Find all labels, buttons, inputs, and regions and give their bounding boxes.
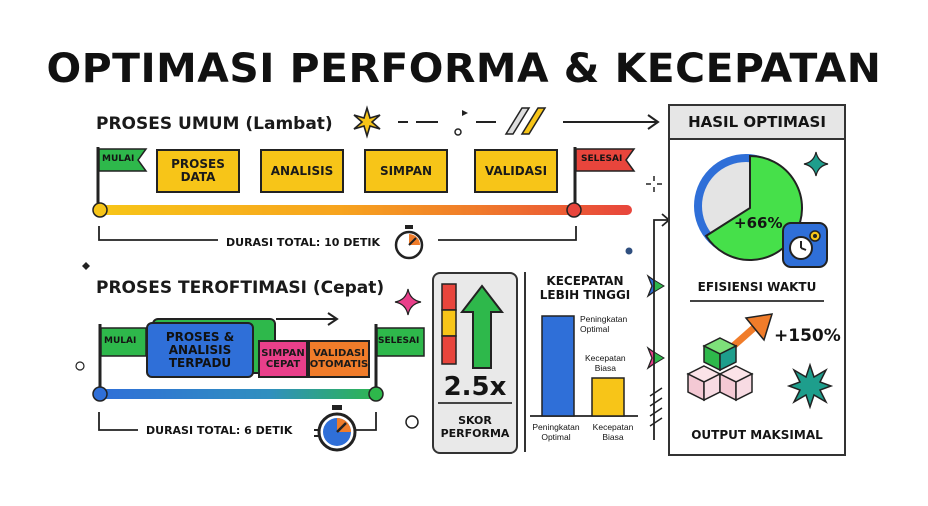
stopwatch-icon: [394, 225, 424, 260]
speed-bar-1: [591, 377, 625, 417]
connector-lines: [649, 213, 671, 440]
starburst-icon: [786, 362, 834, 410]
opt-end-flag-label: SELESAI: [378, 336, 420, 346]
score-level-bar: [441, 283, 457, 365]
efficiency-label: EFISIENSI WAKTU: [697, 280, 817, 294]
sparkle-icon: [394, 288, 422, 316]
general-step-process: PROSES DATA: [156, 149, 240, 193]
dot-icon: [625, 247, 633, 255]
optimized-process-label: PROSES TEROFTIMASI (Cepat): [96, 278, 385, 298]
cubes-growth-icon: [686, 313, 774, 402]
opt-end-flag-icon: [374, 324, 425, 390]
results-divider: [690, 300, 824, 302]
small-ring-icon: [75, 361, 85, 371]
opt-timeline-bar: [92, 386, 384, 402]
chevron-right-pink-icon: [646, 346, 665, 370]
score-divider: [438, 402, 512, 404]
opt-start-flag-label: MULAI: [104, 336, 137, 346]
bar-high-annotation: Peningkatan Optimal: [580, 314, 628, 334]
score-value: 2.5x: [443, 372, 507, 402]
x-label-low: Kecepatan Biasa: [592, 422, 634, 442]
general-timeline-bar: [92, 202, 632, 218]
small-dot-icon: [82, 262, 90, 270]
small-circle-icon: [405, 415, 419, 429]
plus-sparkle-icon: [646, 176, 662, 192]
page-title: OPTIMASI PERFORMA & KECEPATAN: [46, 46, 882, 92]
end-flag-icon: [573, 147, 636, 209]
arrow-right-icon: [276, 312, 339, 326]
speed-panel: [524, 272, 644, 452]
general-duration-bracket: [98, 226, 577, 241]
x-label-high: Peningkatan Optimal: [532, 422, 580, 442]
opt-step-save: SIMPAN CEPAT: [258, 340, 308, 378]
efficiency-value: +66%: [734, 214, 783, 232]
arrow-up-icon: [459, 284, 505, 369]
general-step-validate: VALIDASI: [474, 149, 558, 193]
output-value: +150%: [774, 326, 841, 346]
speed-lines-icon: [398, 107, 660, 136]
general-end-flag-label: SELESAI: [581, 154, 623, 164]
sparkle-green-icon: [803, 151, 829, 177]
general-step-save: SIMPAN: [364, 149, 448, 193]
general-duration: DURASI TOTAL: 10 DETIK: [226, 236, 381, 249]
output-label: OUTPUT MAKSIMAL: [691, 428, 823, 442]
clock-gear-icon: [782, 222, 828, 268]
burst-star-icon: [353, 105, 381, 139]
opt-stopwatch-icon: [314, 405, 357, 452]
results-title: HASIL OPTIMASI: [670, 106, 844, 140]
opt-start-flag-icon: [98, 324, 147, 390]
opt-duration: DURASI TOTAL: 6 DETIK: [146, 424, 293, 437]
efficiency-pie-chart: [694, 154, 803, 261]
speed-bar-0: [541, 315, 575, 417]
speed-title: KECEPATAN LEBIH TINGGI: [539, 274, 631, 302]
chevron-right-icon: [646, 274, 665, 298]
speed-bar-chart: [530, 315, 638, 417]
general-start-flag-label: MULAI: [102, 154, 135, 164]
start-flag-icon: [96, 147, 148, 209]
general-process-label: PROSES UMUM (Lambat): [96, 114, 333, 134]
opt-step-validate: VALIDASI OTOMATIS: [308, 340, 370, 378]
score-label: SKOR PERFORMA: [440, 414, 510, 440]
bar-low-annotation: Kecepatan Biasa: [585, 353, 626, 373]
opt-step-main: PROSES & ANALISIS TERPADU: [146, 322, 254, 378]
general-step-analysis: ANALISIS: [260, 149, 344, 193]
